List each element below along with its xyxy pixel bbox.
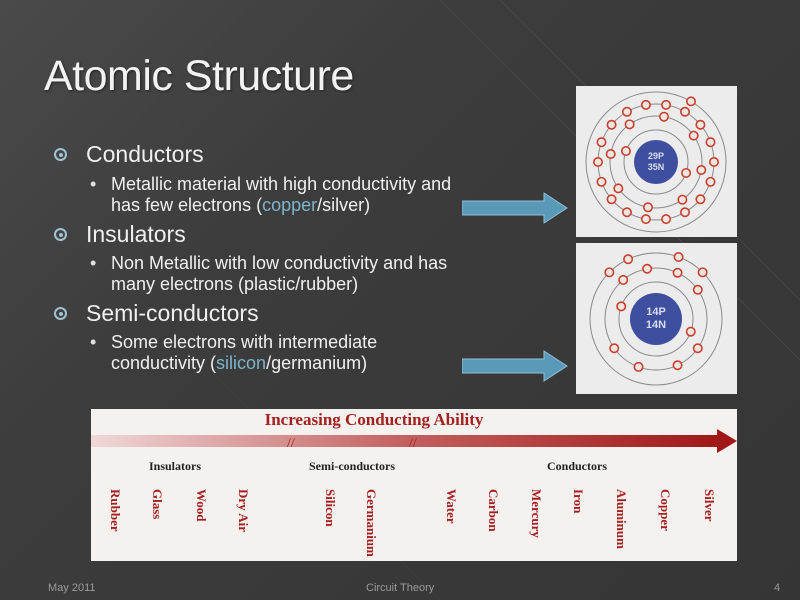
electron-icon [705, 176, 716, 187]
material-label: Silver [702, 489, 717, 522]
electron-icon [642, 263, 653, 274]
group-label-semiconductors: Semi-conductors [309, 459, 395, 473]
electron-icon [661, 99, 672, 110]
footer-center-text: Circuit Theory [366, 582, 435, 594]
electron-icon [613, 183, 624, 194]
material-label: Mercury [529, 489, 544, 538]
sub-bullet-line: conductivity (silicon/germanium) [111, 353, 368, 373]
break-mark-icon: // [287, 436, 295, 451]
electron-icon [680, 207, 691, 218]
electron-icon [640, 99, 651, 110]
silicon-nucleus [630, 293, 682, 345]
sub-bullet-line: Metallic material with high conductivity… [111, 174, 452, 194]
copper-nucleus-neutrons: 35N [648, 162, 665, 172]
highlight-silicon: silicon [216, 353, 267, 373]
electron-icon [692, 343, 703, 354]
silicon-atom-diagram: 14P 14N [576, 243, 737, 394]
dot-bullet-icon: • [90, 253, 97, 273]
copper-atom-diagram: 29P 35N [576, 86, 737, 237]
material-label: Carbon [486, 489, 501, 532]
electron-icon [697, 267, 708, 278]
copper-nucleus [634, 140, 678, 184]
arrow-right-icon [462, 192, 568, 224]
electron-icon [685, 326, 696, 337]
circle-bullet-icon [54, 307, 67, 320]
bullet-label: Conductors [86, 141, 204, 167]
material-label: Iron [571, 489, 586, 514]
conductivity-scale-figure: Increasing Conducting Ability // // Insu… [91, 409, 737, 561]
conductivity-bar [91, 435, 719, 447]
material-label: Rubber [108, 489, 123, 532]
electron-icon [606, 119, 617, 130]
circle-bullet-icon [54, 228, 67, 241]
sub-bullet-line: many electrons (plastic/rubber) [111, 274, 359, 294]
slide-title: Atomic Structure [44, 52, 354, 100]
bullet-label: Semi-conductors [86, 300, 259, 326]
electron-icon [661, 214, 672, 225]
electron-icon [692, 284, 703, 295]
silicon-nucleus-neutrons: 14N [646, 319, 666, 331]
material-label: Germanium [364, 489, 379, 557]
electron-icon [592, 157, 603, 168]
electron-icon [658, 111, 669, 122]
electron-icon [640, 214, 651, 225]
electron-icon [606, 194, 617, 205]
material-label: Aluminum [614, 489, 629, 549]
footer-date: May 2011 [48, 582, 96, 594]
bullet-label: Insulators [86, 221, 186, 247]
sub-bullet-line: Non Metallic with low conductivity and h… [111, 253, 448, 273]
material-label: Silicon [323, 489, 338, 527]
electron-icon [624, 119, 635, 130]
electron-icon [688, 130, 699, 141]
electron-icon [672, 360, 683, 371]
electron-icon [633, 361, 644, 372]
sub-bullet-line: has few electrons (copper/silver) [111, 195, 371, 215]
copper-nucleus-protons: 29P [648, 151, 664, 161]
electron-icon [695, 119, 706, 130]
electron-icon [677, 194, 688, 205]
dot-bullet-icon: • [90, 332, 97, 352]
silicon-nucleus-protons: 14P [646, 306, 666, 318]
sub-bullet-line: Some electrons with intermediate [111, 332, 378, 352]
electron-icon [709, 157, 720, 168]
electron-icon [623, 254, 634, 265]
electron-icon [673, 251, 684, 262]
material-label: Water [444, 489, 459, 524]
arrow-head-icon [717, 429, 737, 453]
electron-icon [680, 106, 691, 117]
electron-icon [605, 149, 616, 160]
group-label-conductors: Conductors [547, 459, 607, 473]
electron-icon [696, 164, 707, 175]
material-label: Wood [194, 489, 209, 522]
electron-icon [695, 194, 706, 205]
break-mark-icon: // [409, 436, 417, 451]
material-label: Dry Air [236, 489, 251, 532]
electron-icon [681, 167, 692, 178]
electron-icon [672, 267, 683, 278]
electron-icon [621, 207, 632, 218]
electron-icon [621, 106, 632, 117]
material-label: Copper [658, 489, 673, 531]
electron-icon [616, 301, 627, 312]
electron-icon [596, 176, 607, 187]
group-label-insulators: Insulators [149, 459, 201, 473]
electron-icon [609, 343, 620, 354]
circle-bullet-icon [54, 148, 67, 161]
arrow-right-icon [462, 350, 568, 382]
electron-icon [705, 137, 716, 148]
material-label: Glass [150, 489, 165, 519]
electron-icon [604, 267, 615, 278]
footer-page-number: 4 [774, 582, 781, 594]
dot-bullet-icon: • [90, 174, 97, 194]
electron-icon [686, 96, 697, 107]
electron-icon [620, 146, 631, 157]
electron-icon [596, 137, 607, 148]
electron-icon [643, 202, 654, 213]
highlight-copper: copper [262, 195, 318, 215]
scale-heading: Increasing Conducting Ability [265, 410, 484, 429]
electron-icon [618, 274, 629, 285]
